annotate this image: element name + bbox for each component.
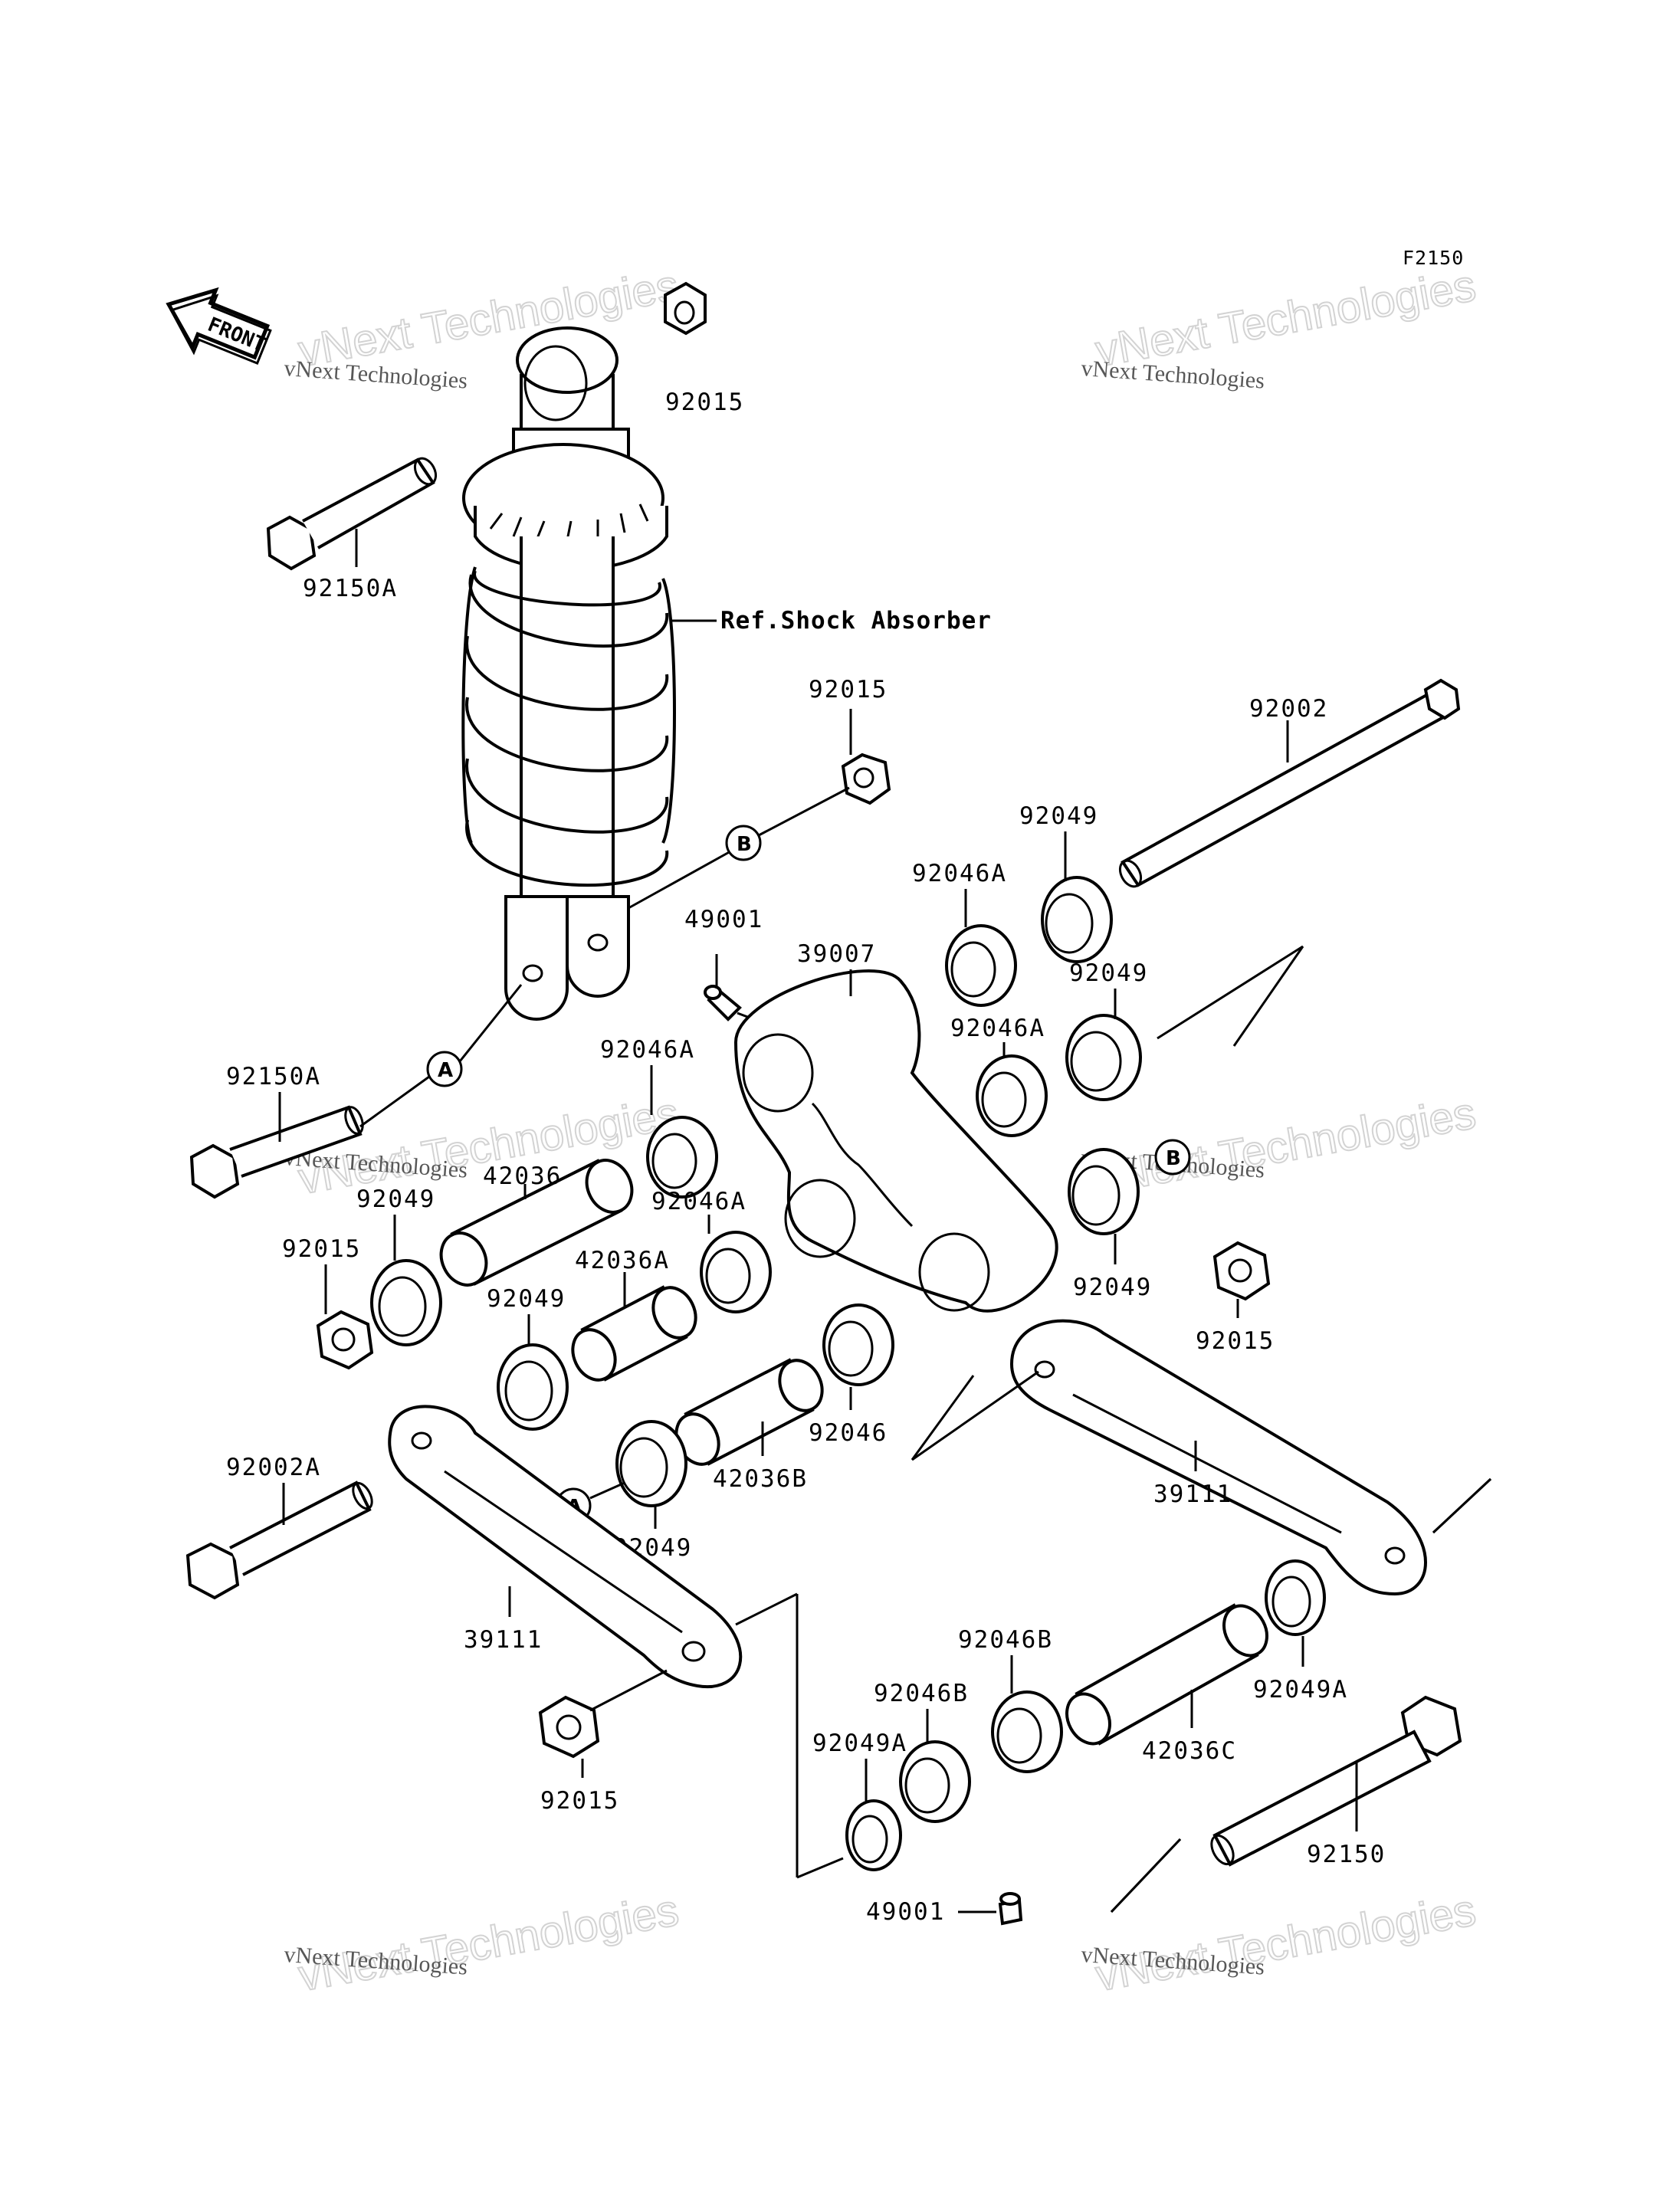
bearing-92046A-1 (945, 924, 1017, 1007)
svg-text:A: A (438, 1059, 453, 1082)
ref-shock-absorber-label: Ref.Shock Absorber (720, 607, 992, 635)
svg-text:B: B (737, 833, 752, 856)
label-92002A: 92002A (226, 1454, 321, 1481)
collar-92049-6 (615, 1420, 687, 1507)
label-42036C: 42036C (1142, 1737, 1237, 1765)
nut-92015-right (1212, 1241, 1271, 1301)
label-42036: 42036 (483, 1162, 562, 1190)
label-42036B: 42036B (713, 1465, 808, 1493)
rocker-arm-39007 (733, 969, 1058, 1313)
label-92150A-top: 92150A (303, 575, 398, 602)
label-92049-3: 92049 (356, 1185, 435, 1213)
bearing-92046 (822, 1303, 894, 1386)
watermark-line2: vNext Technologies (295, 261, 683, 376)
nut-92015-mid (841, 753, 891, 805)
bolt-92150A-left (189, 1105, 364, 1199)
label-92150A-left: 92150A (226, 1063, 321, 1090)
bearing-92046A-4 (700, 1231, 772, 1313)
label-92046A-2: 92046A (600, 1036, 695, 1064)
figure-code: F2150 (1403, 247, 1464, 269)
label-39111-right: 39111 (1153, 1481, 1232, 1508)
bolt-92002 (1118, 678, 1461, 888)
label-49001-top: 49001 (684, 906, 763, 933)
label-39007: 39007 (797, 940, 876, 968)
bolt-92002A (185, 1481, 373, 1600)
bearing-92046A-3 (976, 1054, 1048, 1137)
sleeve-42036A (571, 1285, 697, 1382)
bearing-92046B-1 (991, 1690, 1063, 1773)
label-92046A-4: 92046A (651, 1188, 746, 1215)
label-42036A: 42036A (575, 1247, 670, 1274)
label-92015-bottom: 92015 (540, 1787, 619, 1815)
collar-92049-4 (497, 1343, 569, 1431)
bolt-92150 (1210, 1695, 1462, 1867)
label-92049-1: 92049 (1019, 802, 1098, 830)
label-92015-top: 92015 (665, 389, 744, 416)
nut-92015-bottom (538, 1695, 600, 1759)
collar-92049-5 (1068, 1148, 1140, 1235)
label-92015-right: 92015 (1196, 1327, 1275, 1355)
collar-92049A-2 (845, 1799, 902, 1871)
nut-92015-left (316, 1310, 374, 1370)
bearing-92046A-2 (646, 1116, 718, 1199)
label-92049-5: 92049 (1073, 1274, 1152, 1301)
label-92046A-1: 92046A (912, 860, 1007, 887)
label-92046A-3: 92046A (950, 1015, 1045, 1042)
watermark-line2: vNext Technologies (1092, 1088, 1480, 1204)
watermark-line2: vNext Technologies (1092, 261, 1480, 376)
label-49001-bottom: 49001 (866, 1898, 945, 1926)
callout-b-lower: B (1154, 1139, 1191, 1176)
sleeve-42036C (1065, 1603, 1268, 1746)
bolt-92150A-top (266, 457, 438, 571)
watermark-line1: vNext Technologies (284, 356, 469, 394)
sleeve-42036 (439, 1159, 634, 1287)
sleeve-42036B (674, 1358, 824, 1466)
tie-rod-39111-right (1009, 1319, 1427, 1596)
watermark-line2: vNext Technologies (1092, 1885, 1480, 2001)
label-92046B-2: 92046B (874, 1680, 969, 1707)
collar-92049A-1 (1265, 1559, 1326, 1636)
watermark-line1: vNext Technologies (1081, 356, 1266, 394)
callout-a-upper: A (426, 1051, 463, 1087)
watermark-line2: vNext Technologies (295, 1885, 683, 2001)
label-92015-mid: 92015 (809, 676, 888, 703)
callout-b-upper: B (725, 825, 762, 861)
collar-92049-3 (370, 1259, 442, 1346)
collar-92049-1 (1041, 876, 1113, 963)
label-92046B-1: 92046B (958, 1626, 1053, 1654)
label-92046: 92046 (809, 1419, 888, 1447)
label-92049-2: 92049 (1069, 959, 1148, 987)
bearing-92046B-2 (899, 1740, 971, 1823)
label-39111-left: 39111 (464, 1626, 543, 1654)
label-92049A-1: 92049A (1253, 1676, 1348, 1703)
label-92002: 92002 (1249, 695, 1328, 723)
grease-nipple-49001-top (704, 985, 742, 1021)
label-92049A-2: 92049A (812, 1730, 907, 1757)
front-arrow-icon: FRONT (166, 287, 272, 365)
label-92150: 92150 (1307, 1841, 1386, 1868)
tie-rod-39111-left (388, 1405, 743, 1689)
svg-text:B: B (1166, 1147, 1181, 1170)
nut-92015-top (664, 281, 707, 336)
collar-92049-2 (1065, 1014, 1142, 1101)
shock-absorber (461, 326, 676, 1021)
grease-nipple-49001-bottom (998, 1892, 1023, 1926)
label-92015-left: 92015 (282, 1235, 361, 1263)
label-92049-4: 92049 (487, 1285, 566, 1313)
